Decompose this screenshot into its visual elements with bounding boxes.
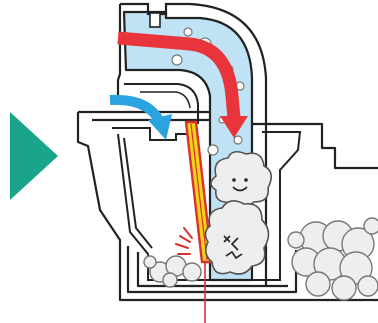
dust-cloud-outside bbox=[287, 217, 378, 301]
pointer-triangle bbox=[10, 112, 58, 200]
dust-cloud-basin bbox=[143, 255, 202, 288]
basin bbox=[112, 127, 302, 281]
inflow-arrow bbox=[109, 94, 172, 140]
airflow-arrow bbox=[117, 31, 248, 138]
impact-marks bbox=[175, 227, 193, 255]
happy-dust-bubble bbox=[210, 150, 272, 207]
distressed-dust-bubble bbox=[204, 200, 270, 275]
